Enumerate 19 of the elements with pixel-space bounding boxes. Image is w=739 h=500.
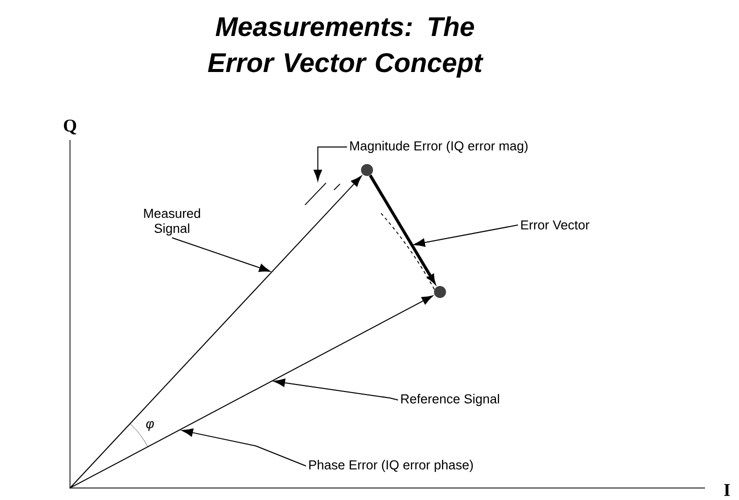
callout-text: Error Vector <box>521 220 590 230</box>
title: Measurements: The Error Vector Concept <box>208 16 484 78</box>
callout-text: Phase Error (IQ error phase) <box>309 460 473 472</box>
callout-text: Magnitude Error (IQ error mag) <box>350 140 528 154</box>
magnitude-tick-mark <box>304 182 340 206</box>
leader-line <box>414 224 518 247</box>
callout-text: Reference Signal <box>401 394 500 406</box>
axis-label: Q <box>64 120 76 134</box>
leader-line <box>182 428 306 466</box>
callout-text: Measured Signal <box>144 208 200 236</box>
vector-tip-dot <box>361 164 373 176</box>
leader-line <box>274 378 398 400</box>
angle-label: φ <box>146 421 154 431</box>
axis-label: I <box>724 484 730 496</box>
leader-line <box>314 146 348 182</box>
vector-arrow <box>70 295 434 488</box>
leader-line <box>172 237 270 272</box>
vector-tip-dot <box>434 286 446 298</box>
vector-arrow <box>70 176 362 488</box>
